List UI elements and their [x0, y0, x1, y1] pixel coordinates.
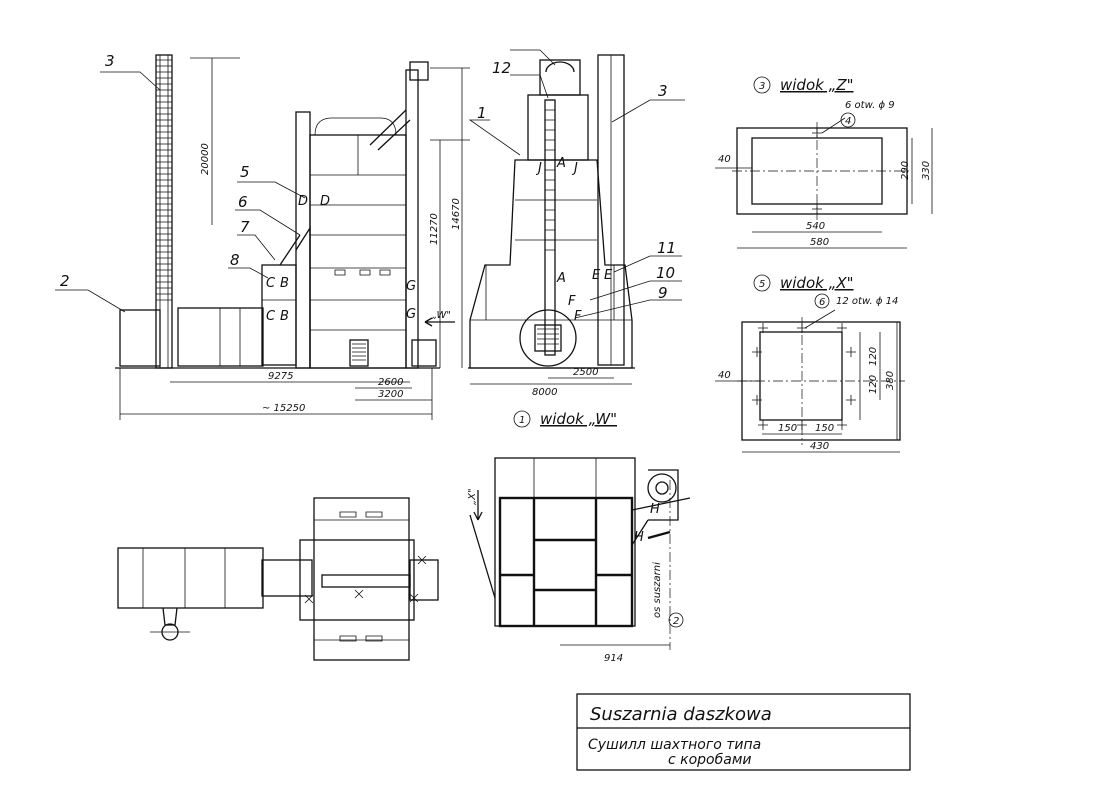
section-letter-a2: A: [556, 271, 566, 286]
dim-914: 914: [604, 653, 623, 664]
view-x-title: widok „X": [780, 274, 854, 292]
callout-12: 12: [492, 59, 511, 77]
section-letter-b2: B: [280, 309, 289, 324]
dim-150-a: 150: [778, 423, 797, 434]
section-letter-b1: B: [280, 276, 289, 291]
section-letter-g1: G: [406, 279, 416, 294]
section-letter-h2: H: [650, 502, 660, 517]
view-x-number-circle: [753, 274, 771, 292]
detail-view-x: [715, 309, 905, 453]
section-letter-e2: E: [604, 268, 613, 283]
front-elevation-view: [55, 54, 470, 420]
plan-view: [117, 497, 439, 661]
callout-11: 11: [657, 239, 676, 257]
section-letter-f2: F: [574, 309, 582, 324]
dim-580: 580: [810, 237, 829, 248]
dim-120-a: 120: [868, 347, 879, 366]
view-x-number: 5: [759, 279, 765, 290]
section-letter-j1: J: [535, 161, 542, 176]
view-z-ref-circle: [840, 112, 856, 128]
view-z-holes: 6 otw. ϕ 9: [845, 100, 895, 111]
view-w-number-circle: [513, 410, 531, 428]
callout-7: 7: [240, 218, 250, 236]
callout-6: 6: [238, 193, 248, 211]
dim-3200: 3200: [378, 389, 403, 400]
view-x-ref-circle: [814, 293, 830, 309]
view-x-holes: 12 otw. ϕ 14: [836, 296, 898, 307]
section-letter-d1: D: [298, 194, 308, 209]
dim-380: 380: [885, 371, 896, 390]
callout-1: 1: [477, 104, 487, 122]
dim-150-b: 150: [815, 423, 834, 434]
dim-2600: 2600: [378, 377, 403, 388]
view-z-ref: 4: [845, 116, 851, 127]
chimney-ladder: [155, 54, 173, 369]
section-letter-f1: F: [568, 294, 576, 309]
dim-14670: 14670: [451, 198, 462, 230]
heater-unit: [119, 264, 297, 367]
dim-9275: 9275: [268, 371, 293, 382]
title-line-3: с коробами: [668, 752, 752, 768]
callout-3-left: 3: [105, 52, 115, 70]
section-letter-g2: G: [406, 307, 416, 322]
section-letter-j2: J: [571, 161, 578, 176]
dim-330: 330: [921, 161, 932, 180]
section-letter-c2: C: [266, 309, 276, 324]
dim-20000: 20000: [200, 143, 211, 175]
bucket-elevator: [369, 61, 437, 369]
arrow-w-label: „W": [432, 310, 451, 321]
arrow-x-label: „X": [467, 488, 478, 505]
title-line-1: Suszarnia daszkowa: [590, 704, 772, 725]
dryer-tower: [295, 111, 407, 369]
section-letter-h1: H: [634, 530, 644, 545]
dim-2500: 2500: [573, 367, 598, 378]
section-ref-circle: [668, 612, 684, 628]
section-ref: 2: [673, 616, 679, 627]
dim-11270: 11270: [429, 213, 440, 245]
dim-40-x: 40: [718, 370, 731, 381]
side-elevation-view-w: [468, 49, 685, 385]
section-letter-e1: E: [592, 268, 601, 283]
title-line-2: Сушилл шахтного типа: [588, 737, 761, 753]
dim-540: 540: [806, 221, 825, 232]
view-z-number-circle: [753, 76, 771, 94]
section-view: [469, 457, 691, 650]
callout-8: 8: [230, 251, 240, 269]
detail-view-z: [715, 117, 933, 249]
view-x-ref: 6: [819, 297, 825, 308]
dim-290: 290: [900, 161, 911, 180]
drawing-annotations: 3 2 5 6 7 8 1 12 3 11 10 9 D D C B C B G…: [60, 52, 932, 768]
callout-9: 9: [658, 284, 668, 302]
callout-10: 10: [656, 264, 675, 282]
view-z-title: widok „Z": [780, 76, 854, 94]
callout-5: 5: [240, 163, 250, 181]
title-block: [576, 693, 911, 771]
callout-3-right: 3: [658, 82, 668, 100]
view-w-title: widok „W": [540, 410, 617, 428]
dim-40-z: 40: [718, 154, 731, 165]
dim-8000: 8000: [532, 387, 557, 398]
callout-2: 2: [60, 272, 70, 290]
view-w-number: 1: [519, 415, 525, 426]
axis-label: os suszarni: [652, 562, 663, 618]
dim-430: 430: [810, 441, 829, 452]
section-letter-d2: D: [320, 194, 330, 209]
section-letter-c1: C: [266, 276, 276, 291]
dim-15250: ~ 15250: [262, 403, 305, 414]
view-z-number: 3: [759, 81, 765, 92]
section-letter-a1: A: [556, 156, 566, 171]
dim-120-b: 120: [868, 375, 879, 394]
